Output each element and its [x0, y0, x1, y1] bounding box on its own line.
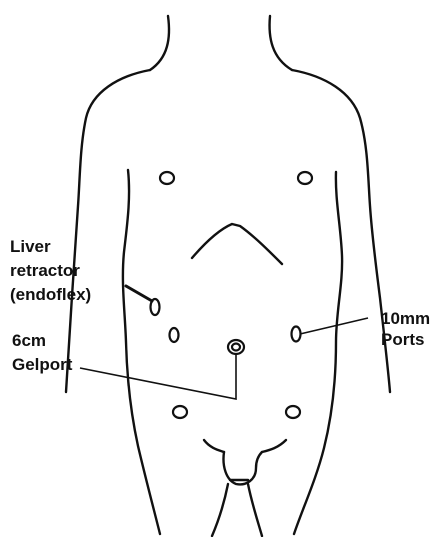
body-outline — [66, 16, 390, 536]
label-10mm-ports: 10mm Ports — [381, 309, 435, 349]
label-10mm-ports-line-1: 10mm — [381, 309, 430, 328]
leader-liver-retractor — [126, 286, 152, 301]
neck-left — [150, 16, 169, 70]
port-mid-left — [170, 328, 179, 342]
label-gelport: 6cm Gelport — [12, 331, 73, 374]
neck-right — [270, 16, 292, 70]
label-gelport-line-1: 6cm — [12, 331, 46, 350]
leader-10mm-ports — [300, 318, 368, 334]
label-liver-retractor-line-2: retractor — [10, 261, 80, 280]
label-liver-retractor: Liver retractor (endoflex) — [10, 237, 91, 304]
label-10mm-ports-line-2: Ports — [381, 330, 424, 349]
gelport-inner — [232, 344, 240, 351]
inner-thigh-right — [248, 484, 262, 536]
inner-thigh-left — [212, 484, 228, 536]
port-mid-right — [292, 327, 301, 342]
groin-right — [262, 440, 286, 452]
port-upper-left — [160, 172, 174, 184]
port-upper-right — [298, 172, 312, 184]
label-gelport-line-2: Gelport — [12, 355, 73, 374]
label-liver-retractor-line-1: Liver — [10, 237, 51, 256]
label-liver-retractor-line-3: (endoflex) — [10, 285, 91, 304]
left-shoulder-arm — [66, 70, 150, 392]
leader-gelport — [80, 355, 236, 399]
port-lower-left — [173, 406, 187, 418]
port-lower-right — [286, 406, 300, 418]
rib-margin — [192, 224, 282, 264]
right-torso-side — [294, 172, 342, 534]
ports — [151, 172, 313, 418]
groin-left — [204, 440, 224, 452]
left-torso-side — [123, 170, 160, 534]
